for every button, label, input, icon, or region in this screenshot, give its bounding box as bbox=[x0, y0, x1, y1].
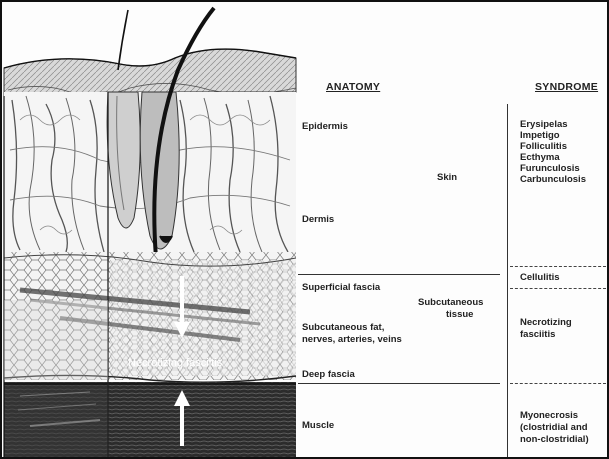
epidermis-label: Epidermis bbox=[302, 121, 348, 132]
divider-skin-subcutaneous bbox=[298, 274, 500, 275]
deep-fascia-label: Deep fascia bbox=[302, 369, 355, 380]
subcutaneous-fat-label-line2: nerves, arteries, veins bbox=[302, 334, 402, 345]
syndrome-skin-furunculosis: Furunculosis bbox=[520, 163, 580, 174]
syndrome-necrotizing-line1: Necrotizing bbox=[520, 317, 572, 328]
anatomy-header: ANATOMY bbox=[326, 82, 380, 93]
superficial-fascia-label: Superficial fascia bbox=[302, 282, 380, 293]
subcutaneous-tissue-label-line2: tissue bbox=[446, 309, 473, 320]
syndrome-necrotizing-line2: fasciitis bbox=[520, 329, 555, 340]
subcutaneous-tissue-label-line1: Subcutaneous bbox=[418, 297, 483, 308]
syndrome-myonecrosis-line1: Myonecrosis bbox=[520, 410, 578, 421]
divider-subcutaneous-muscle bbox=[298, 383, 500, 384]
syndrome-skin-folliculitis: Folliculitis bbox=[520, 141, 567, 152]
divider-dashed-myonecrosis bbox=[510, 383, 606, 384]
up-arrow-icon bbox=[174, 390, 190, 446]
necrotizing-fasciitis-overlay-label: Necrotizing fasciitis bbox=[128, 357, 222, 369]
syndrome-header: SYNDROME bbox=[535, 82, 598, 93]
syndrome-myonecrosis-line3: non-clostridial) bbox=[520, 434, 589, 445]
column-divider bbox=[507, 104, 508, 457]
syndrome-skin-ecthyma: Ecthyma bbox=[520, 152, 560, 163]
subcutaneous-fat-label-line1: Subcutaneous fat, bbox=[302, 322, 384, 333]
syndrome-skin-erysipelas: Erysipelas bbox=[520, 119, 568, 130]
dermis-label: Dermis bbox=[302, 214, 334, 225]
down-arrow-icon bbox=[174, 276, 190, 338]
syndrome-skin-impetigo: Impetigo bbox=[520, 130, 560, 141]
syndrome-skin-carbunculosis: Carbunculosis bbox=[520, 174, 586, 185]
skin-label: Skin bbox=[437, 172, 457, 183]
divider-dashed-cellulitis-top bbox=[510, 266, 606, 267]
muscle-label: Muscle bbox=[302, 420, 334, 431]
divider-dashed-cellulitis-bottom bbox=[510, 288, 606, 289]
syndrome-cellulitis: Cellulitis bbox=[520, 272, 560, 283]
syndrome-myonecrosis-line2: (clostridial and bbox=[520, 422, 588, 433]
